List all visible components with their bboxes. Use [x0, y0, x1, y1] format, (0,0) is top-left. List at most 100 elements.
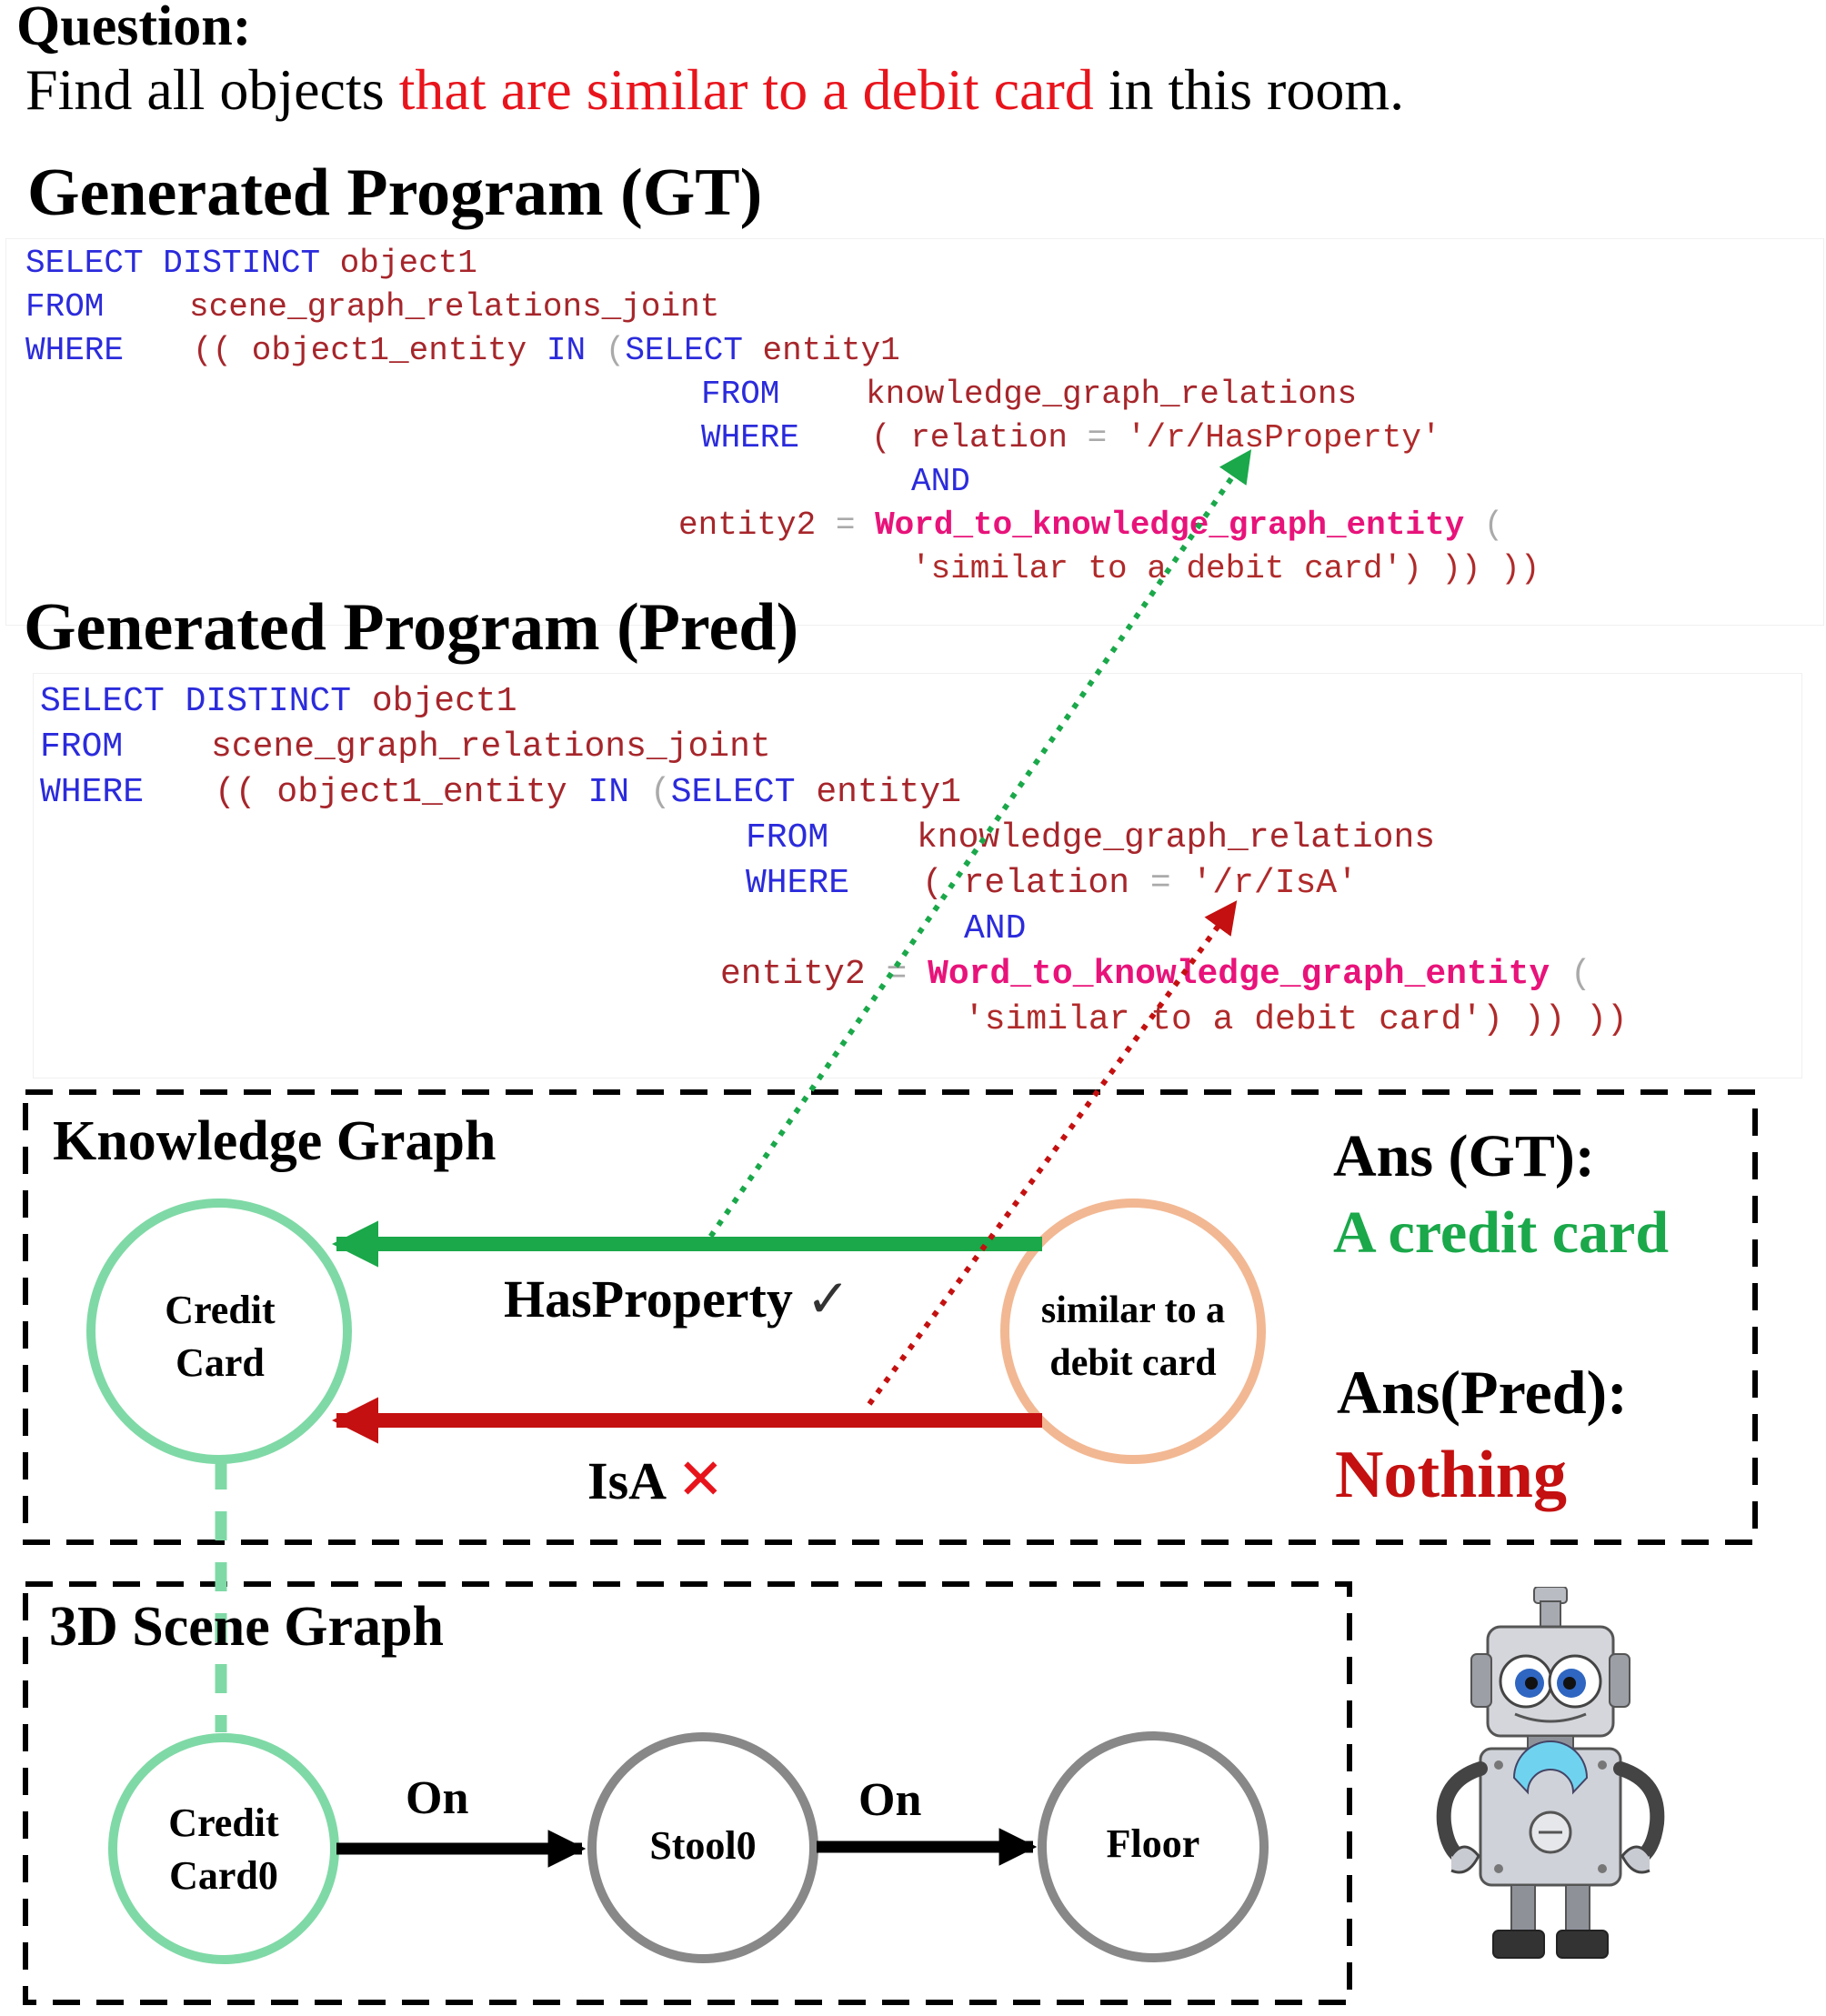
question-text-before: Find all objects [25, 57, 399, 122]
robot-icon [1436, 1587, 1665, 1959]
gt-where-open: (( object1_entity [193, 332, 527, 369]
ans-pred-label: Ans(Pred): [1337, 1358, 1628, 1427]
gt-sub-table-text: knowledge_graph_relations [866, 376, 1358, 413]
knowledge-graph-title: Knowledge Graph [53, 1110, 497, 1172]
pred-in-keyword: IN [587, 773, 630, 812]
scene-graph-box [23, 1581, 1352, 2005]
pred-function-open: ( [1570, 955, 1591, 994]
kg-edge-isa-label: IsA ✕ [587, 1446, 724, 1512]
ans-gt-label: Ans (GT): [1333, 1123, 1595, 1189]
pred-where-clause: (( object1_entity IN (SELECT entity1 [215, 775, 961, 811]
gt-relation-clause: ( relation = '/r/HasProperty' [871, 420, 1441, 456]
pred-argument: 'similar to a debit card' [964, 1000, 1483, 1039]
kg-edge-hasproperty-label: HasProperty ✓ [504, 1268, 850, 1329]
gt-relation-eq: = [1087, 419, 1108, 456]
scene-node-floor [1038, 1731, 1269, 1962]
scene-edge-on-2-label: On [858, 1774, 922, 1826]
gt-entity2-clause: entity2 = Word_to_knowledge_graph_entity… [678, 507, 1503, 544]
scene-node-floor-label: Floor [1106, 1821, 1200, 1866]
gt-function-name: Word_to_knowledge_graph_entity [875, 507, 1465, 544]
isa-text: IsA [587, 1451, 664, 1510]
gt-from-keyword: FROM [25, 288, 105, 326]
ans-pred-value: Nothing [1335, 1438, 1567, 1512]
pred-function-name: Word_to_knowledge_graph_entity [928, 955, 1550, 994]
gt-sub-from-keyword: FROM [701, 376, 780, 413]
pred-entity2-eq: = [886, 955, 908, 994]
gt-and: AND [911, 464, 970, 500]
pred-sub-where-keyword: WHERE [746, 864, 850, 903]
gt-relation-value: '/r/HasProperty' [1126, 419, 1441, 456]
gt-code-block [5, 238, 1824, 626]
kg-node-similar-label: similar to a debit card [1006, 1284, 1260, 1389]
gt-sub-where-keyword: WHERE [701, 419, 800, 456]
pred-select-keyword: SELECT DISTINCT [40, 682, 352, 721]
scene-credit-line1: Credit [168, 1800, 279, 1845]
question-text-highlight: that are similar to a debit card [398, 57, 1094, 122]
scene-graph-title: 3D Scene Graph [49, 1596, 444, 1658]
pred-close: ) )) )) [1482, 1000, 1628, 1039]
gt-function-open: ( [1483, 507, 1504, 544]
pred-line-select: SELECT DISTINCT object1 [40, 684, 517, 720]
gt-from-table: scene_graph_relations_joint [189, 289, 719, 326]
gt-where-keyword: WHERE [25, 332, 125, 369]
scene-node-stool-label: Stool0 [649, 1823, 757, 1868]
gt-close: ) )) )) [1402, 550, 1540, 587]
pred-line-where: WHERE [40, 775, 144, 811]
pred-entity2-clause: entity2 = Word_to_knowledge_graph_entity… [720, 957, 1591, 993]
gt-where-clause: (( object1_entity IN (SELECT entity1 [193, 333, 900, 369]
gt-and-keyword: AND [911, 463, 970, 500]
kg-similar-line1: similar to a [1040, 1289, 1226, 1331]
pred-sub-table-text: knowledge_graph_relations [917, 818, 1436, 858]
gt-relation-open: ( relation [871, 419, 1069, 456]
kg-node-similar [1000, 1199, 1266, 1464]
pred-sub-where: WHERE [746, 866, 849, 902]
pred-program-title: Generated Program (Pred) [24, 590, 799, 665]
gt-line-where: WHERE [25, 333, 124, 369]
pred-argument-line: 'similar to a debit card') )) )) [964, 1002, 1628, 1038]
kg-credit-line1: Credit [165, 1288, 276, 1332]
ans-gt-value: A credit card [1333, 1199, 1670, 1266]
pred-entity2: entity2 [720, 955, 866, 994]
gt-select-column: object1 [339, 245, 477, 282]
pred-line-from: FROM [40, 729, 123, 766]
pred-relation-value: '/r/IsA' [1191, 864, 1358, 903]
hasproperty-to-gt-link [700, 449, 1252, 1249]
gt-sub-table: knowledge_graph_relations [866, 376, 1357, 413]
pred-code-block [33, 673, 1802, 1078]
gt-in-keyword: IN [546, 332, 587, 369]
question-text: Find all objects that are similar to a d… [25, 56, 1404, 124]
pred-and-keyword: AND [964, 909, 1027, 948]
question-label: Question: [16, 0, 252, 57]
hasproperty-text: HasProperty [504, 1269, 793, 1329]
pred-sub-column: entity1 [816, 773, 961, 812]
gt-sub-open: ( [605, 332, 626, 369]
gt-sub-column: entity1 [762, 332, 900, 369]
pred-sub-table: knowledge_graph_relations [917, 820, 1435, 857]
gt-entity2-eq: = [835, 507, 856, 544]
pred-select-column: object1 [371, 682, 517, 721]
check-icon: ✓ [806, 1268, 850, 1329]
scene-edge-on-1-label: On [406, 1772, 469, 1824]
pred-from-keyword: FROM [40, 727, 124, 767]
scene-credit-line2: Card0 [169, 1853, 278, 1898]
gt-entity2: entity2 [678, 507, 817, 544]
pred-relation-eq: = [1149, 864, 1171, 903]
question-text-after: in this room. [1093, 57, 1405, 122]
scene-node-credit-card [108, 1733, 339, 1964]
pred-sub-open: ( [649, 773, 671, 812]
kg-similar-line2: debit card [1049, 1342, 1217, 1384]
gt-line-from: FROM [25, 289, 104, 326]
gt-from-table-text: scene_graph_relations_joint [189, 288, 720, 326]
pred-from-table: scene_graph_relations_joint [211, 729, 771, 766]
cross-icon: ✕ [677, 1446, 725, 1512]
pred-relation-clause: ( relation = '/r/IsA' [922, 866, 1358, 902]
pred-sub-from: FROM [746, 820, 828, 857]
pred-where-open: (( object1_entity [215, 773, 567, 812]
pred-where-keyword: WHERE [40, 773, 145, 812]
kg-node-credit-card [86, 1199, 352, 1464]
pred-sub-select-keyword: SELECT [670, 773, 796, 812]
pred-from-table-text: scene_graph_relations_joint [211, 727, 771, 767]
